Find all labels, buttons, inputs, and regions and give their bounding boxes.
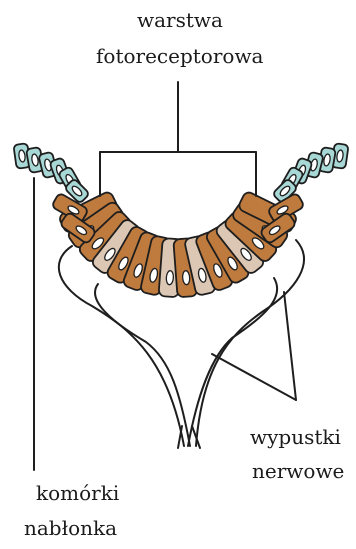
label-nerve-1: wypustki: [250, 425, 341, 449]
nerve-fiber: [95, 284, 190, 446]
label-nerve-2: nerwowe: [252, 459, 344, 483]
leader-nerve-a: [284, 292, 296, 400]
nucleus: [182, 270, 190, 284]
nucleus: [166, 270, 174, 284]
label-epithelial-2: nabłonka: [24, 516, 117, 540]
nerve-fiber: [188, 278, 277, 446]
label-photoreceptor-1: warstwa: [137, 8, 223, 32]
cell-layer: [13, 143, 348, 297]
leader-nerve-b: [212, 354, 296, 400]
label-epithelial-1: komórki: [36, 481, 119, 505]
label-photoreceptor-2: fotoreceptorowa: [96, 44, 263, 68]
